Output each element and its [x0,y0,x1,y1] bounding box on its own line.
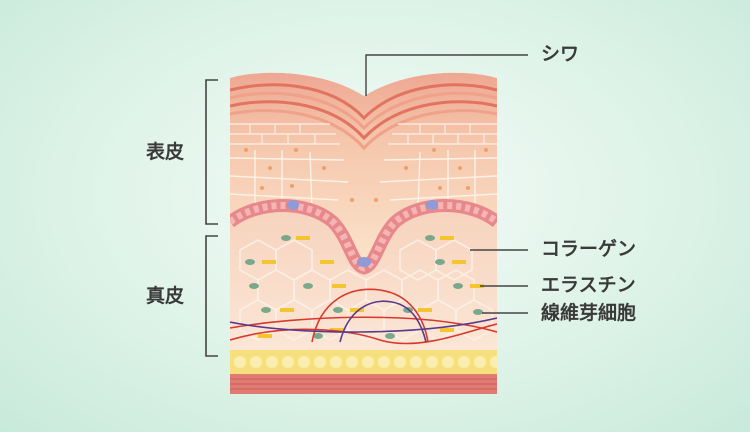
granular-layer [230,123,497,145]
elastin-label: エラスチン [541,274,636,296]
collagen-label: コラーゲン [541,238,637,260]
fibroblast-cells [245,235,483,339]
epidermis-layer [230,72,497,268]
fat-cells [234,356,497,368]
spinous-layer [230,150,497,211]
epidermis-bracket [205,79,218,225]
melanocyte [287,200,299,210]
epidermis-label: 表皮 [146,141,185,163]
epidermis-nuclei [244,148,488,202]
fibroblast-label: 線維芽細胞 [541,302,637,324]
elastin-fibers [230,288,497,345]
wrinkle-label: シワ [541,43,580,65]
dermis-bracket [205,235,218,357]
wrinkle-leader-line [365,54,528,96]
dermis-label: 真皮 [146,285,185,307]
stratum-corneum [230,83,497,151]
